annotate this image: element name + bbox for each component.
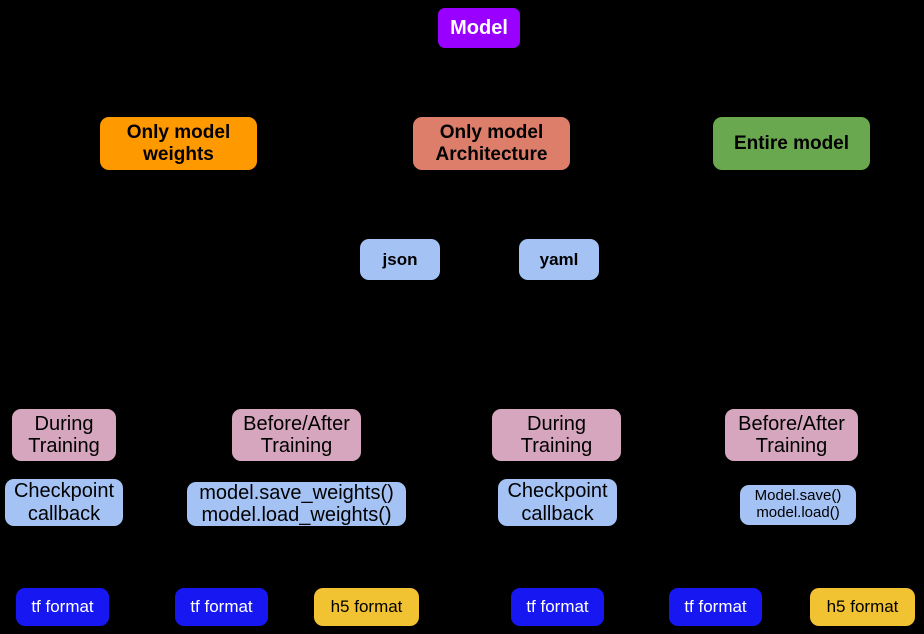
node-phase-1-line-2: Training [28,435,100,457]
node-api-1-line-1: Checkpoint [13,480,115,503]
node-fmt-1: tf format [16,588,109,626]
node-api-3-line-2: callback [521,502,594,525]
node-fmt-3-line-1: h5 format [330,597,403,617]
node-fmt-1-line-1: tf format [31,597,94,617]
node-api-2-line-2: model.load_weights() [201,504,392,526]
node-api-4-line-2: model.load() [756,504,840,521]
node-only-arch-line-2: Architecture [435,143,548,165]
node-fmt-6-line-1: h5 format [826,597,899,617]
node-api-4: Model.save()model.load() [740,485,856,525]
node-phase-2-line-2: Training [260,435,333,457]
node-phase-2-line-1: Before/After [243,412,350,435]
node-phase-1-line-1: During [34,412,94,435]
node-fmt-5: tf format [669,588,762,626]
node-api-3-line-1: Checkpoint [507,480,608,503]
node-json-line-1: json [382,249,418,269]
node-json: json [360,239,440,280]
node-fmt-4: tf format [511,588,604,626]
node-model: Model [438,8,520,48]
node-fmt-2: tf format [175,588,268,626]
node-yaml-line-1: yaml [539,249,579,269]
node-phase-4-line-2: Training [755,435,828,457]
node-yaml: yaml [519,239,599,280]
node-api-4-line-1: Model.save() [754,487,842,505]
node-phase-4-line-1: Before/After [738,412,845,435]
node-phase-3-line-1: During [527,412,586,435]
node-only-weights-line-1: Only model [126,122,231,144]
node-model-line-1: Model [450,16,508,39]
node-only-arch-line-1: Only model [439,122,544,144]
node-phase-3-line-2: Training [520,435,593,457]
node-fmt-6: h5 format [810,588,915,626]
node-api-2: model.save_weights()model.load_weights() [187,482,406,526]
node-fmt-4-line-1: tf format [526,597,589,617]
node-api-2-line-1: model.save_weights() [199,481,394,504]
node-fmt-2-line-1: tf format [190,597,253,617]
node-entire-model-line-1: Entire model [733,132,850,154]
node-fmt-5-line-1: tf format [684,597,747,617]
node-only-weights-line-2: weights [143,143,214,165]
node-api-1-line-2: callback [27,502,101,525]
node-fmt-3: h5 format [314,588,419,626]
node-entire-model: Entire model [713,117,870,170]
